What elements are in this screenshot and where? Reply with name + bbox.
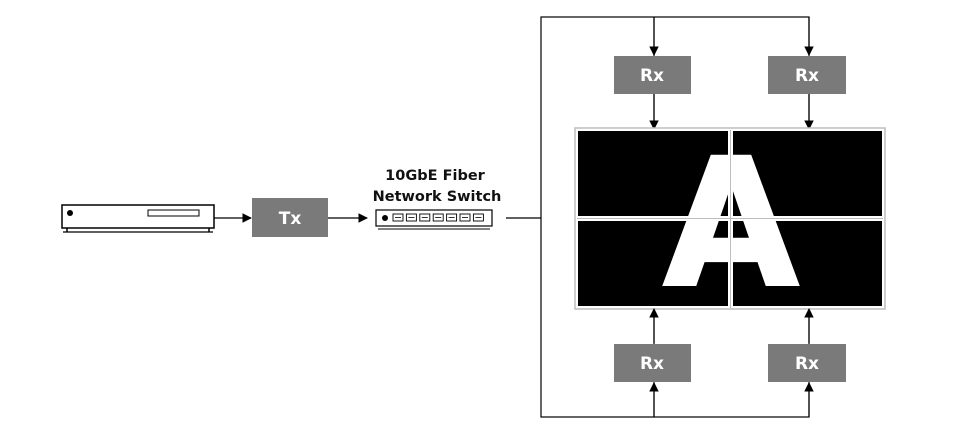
rx-box-top-left: Rx	[614, 56, 691, 94]
rx-label: Rx	[640, 66, 664, 86]
wall-screen-bottom-right	[733, 221, 882, 306]
rx-label: Rx	[640, 354, 664, 374]
switch-label-line1: 10GbE Fiber	[385, 168, 486, 184]
wall-screen-top-left	[578, 131, 728, 216]
rx-box-bottom-left: Rx	[614, 344, 691, 382]
tx-box: Tx	[252, 198, 328, 237]
tx-label: Tx	[279, 209, 302, 229]
media-player-icon	[61, 204, 215, 233]
network-switch-icon	[375, 209, 493, 230]
rx-box-top-right: Rx	[768, 56, 846, 94]
rx-label: Rx	[795, 66, 819, 86]
wall-screen-bottom-left	[578, 221, 728, 306]
switch-label-line2: Network Switch	[373, 189, 502, 205]
rx-box-bottom-right: Rx	[768, 344, 846, 382]
video-wall: A	[574, 127, 886, 310]
rx-label: Rx	[795, 354, 819, 374]
wall-screen-top-right	[733, 131, 882, 216]
